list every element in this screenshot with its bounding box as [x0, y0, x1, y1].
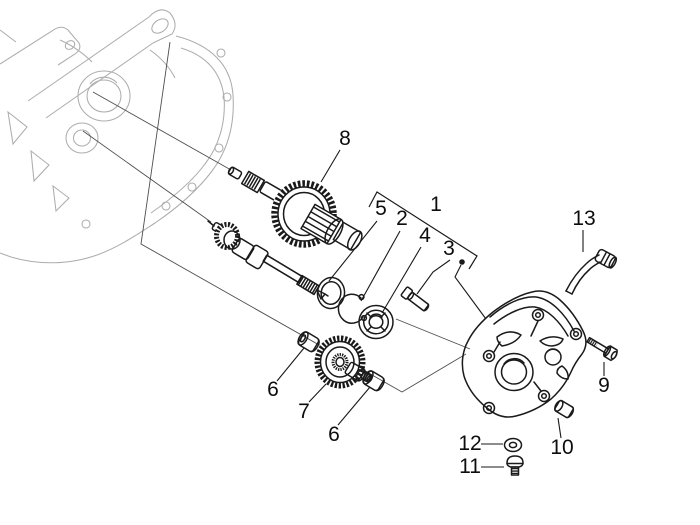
parts-artwork	[207, 166, 618, 476]
gear-shaft-8	[227, 166, 363, 251]
plug-10	[554, 399, 575, 419]
washer-12	[503, 437, 523, 453]
construction-lines	[82, 41, 471, 393]
pin-3	[400, 286, 430, 312]
shim-ring-5	[316, 276, 346, 310]
breather-hose-13	[565, 248, 618, 295]
gearbox-cover	[461, 290, 587, 418]
bushing-6a	[297, 331, 320, 353]
idler-gear-7	[314, 335, 373, 389]
bolt-9	[586, 336, 618, 362]
screw-11	[506, 455, 524, 476]
ball-bearing-4	[358, 304, 394, 340]
crankcase-outline	[0, 9, 234, 264]
pinion-shaft	[207, 220, 329, 300]
callout-leader-lines	[276, 149, 605, 468]
